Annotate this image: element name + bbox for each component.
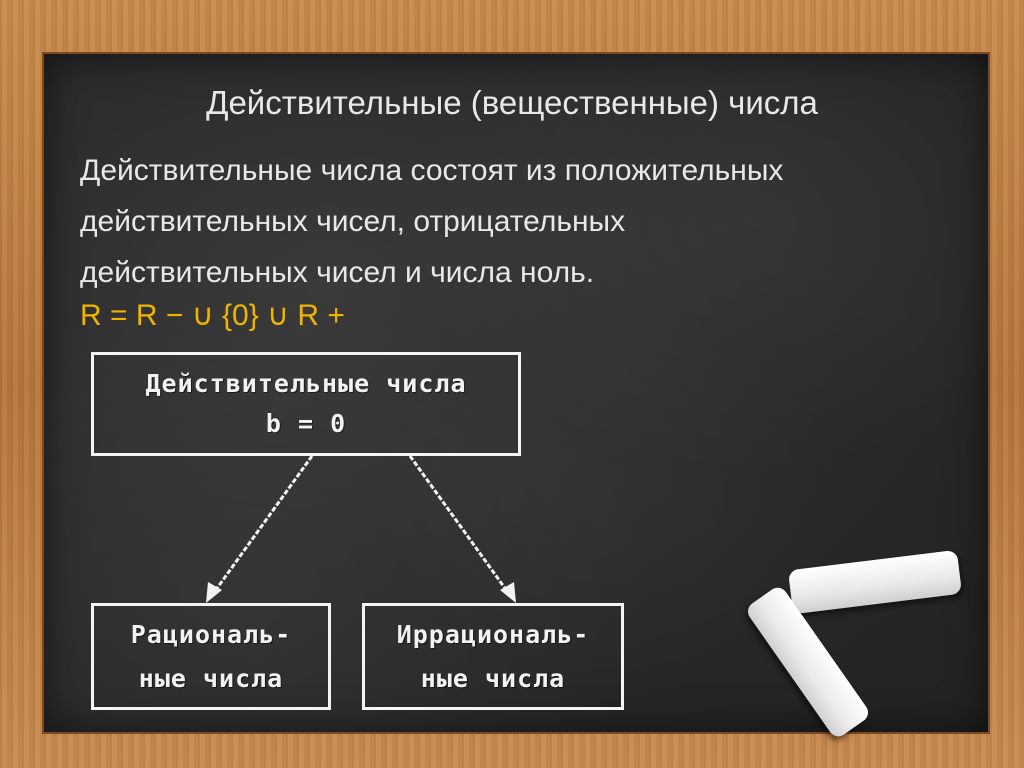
rational-numbers-box: Рациональ- ные числа bbox=[91, 603, 331, 710]
chalkboard bbox=[44, 54, 988, 732]
arrowhead-left bbox=[206, 582, 222, 603]
rational-label-line-2: ные числа bbox=[138, 663, 284, 693]
definition-line-3: действительных чисел и числа ноль. bbox=[80, 256, 595, 289]
definition-line-1: Действительные числа состоят из положите… bbox=[80, 154, 784, 187]
real-numbers-condition: b = 0 bbox=[265, 409, 347, 438]
arrow-to-rational bbox=[208, 455, 314, 599]
irrational-label-line-2: ные числа bbox=[420, 663, 566, 693]
definition-text: Действительные числа состоят из положите… bbox=[80, 145, 960, 298]
rational-label-line-1: Рациональ- bbox=[130, 619, 292, 649]
arrowhead-right bbox=[500, 582, 516, 603]
arrow-to-irrational bbox=[408, 455, 514, 599]
irrational-numbers-box: Иррациональ- ные числа bbox=[362, 603, 624, 710]
chalk-smudges bbox=[44, 54, 988, 732]
real-numbers-label: Действительные числа bbox=[145, 369, 467, 398]
slide-title: Действительные (вещественные) числа bbox=[206, 84, 818, 121]
definition-line-2: действительных чисел, отрицательных bbox=[80, 205, 626, 238]
irrational-label-line-1: Иррациональ- bbox=[396, 619, 590, 649]
real-numbers-box: Действительные числа b = 0 bbox=[91, 352, 521, 456]
set-formula: R = R − ∪ {0} ∪ R + bbox=[80, 299, 345, 332]
